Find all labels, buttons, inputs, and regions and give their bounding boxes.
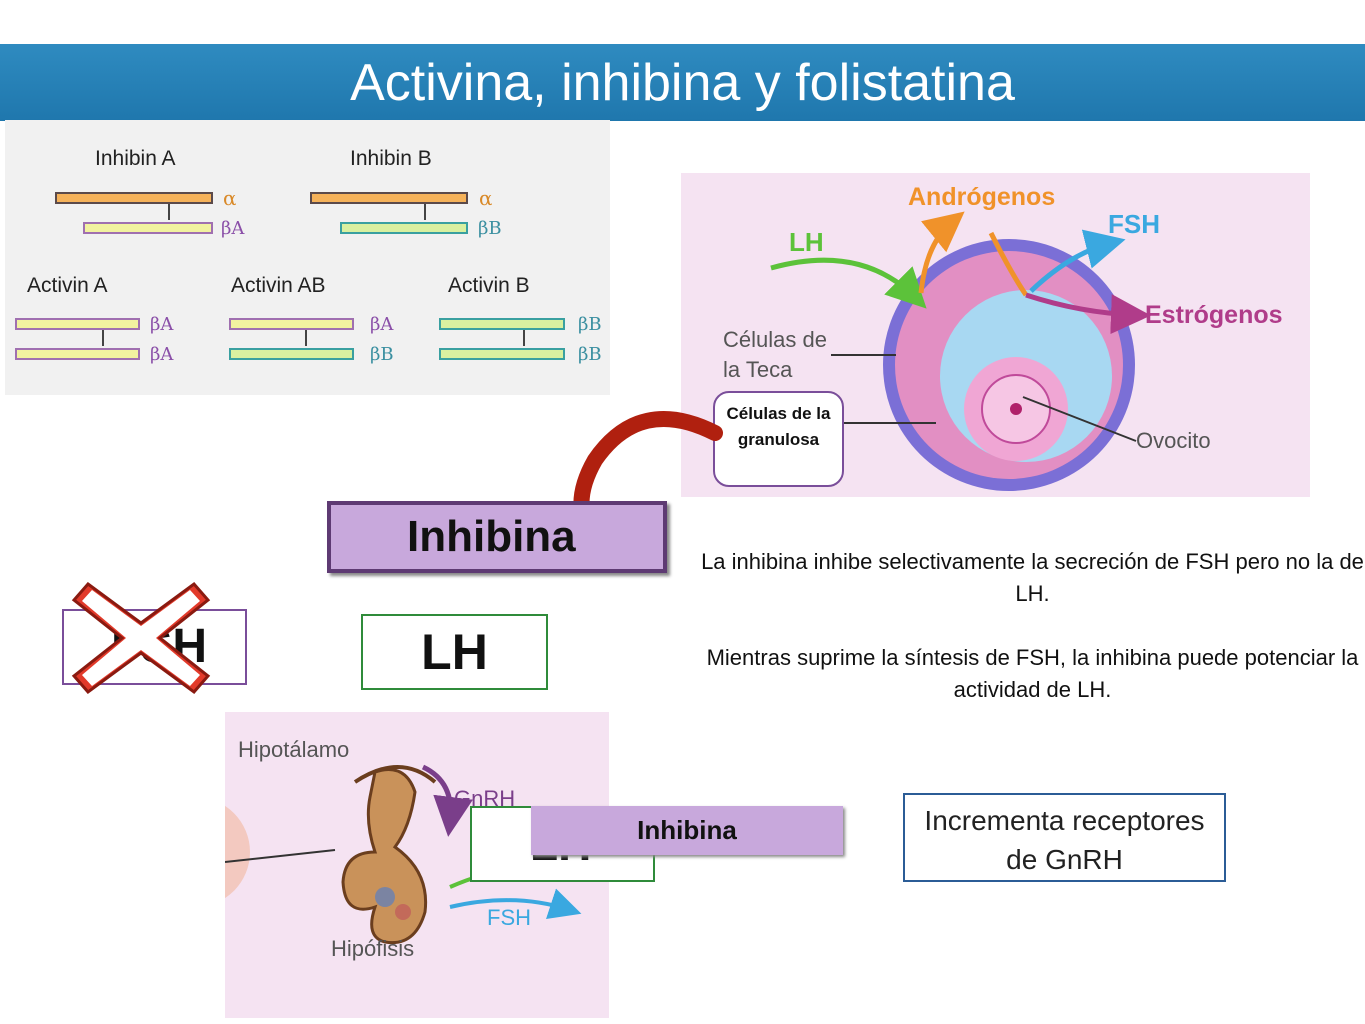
- subunit-label: α: [223, 186, 237, 210]
- androgens-label: Andrógenos: [908, 183, 1056, 211]
- dimer-panel: Inhibin A α βA Inhibin B α βB Activin A …: [5, 120, 610, 395]
- activin-a-label: Activin A: [27, 274, 108, 297]
- cross-icon: [71, 581, 211, 695]
- lh-label: LH: [789, 227, 824, 257]
- granulosa-cells-callout: Células de la granulosa: [713, 391, 844, 487]
- beta-subunit-bar: [15, 318, 140, 330]
- subunit-label: βB: [578, 314, 602, 335]
- fsh-arrow-label: FSH: [487, 905, 531, 930]
- activin-ab-label: Activin AB: [231, 274, 326, 297]
- beta-subunit-bar: [439, 318, 565, 330]
- follicle-panel: Andrógenos LH FSH Estrógenos Células de …: [681, 173, 1310, 497]
- disulfide-bond: [424, 204, 426, 220]
- subunit-label: βA: [221, 218, 245, 239]
- subunit-label: βA: [370, 314, 394, 335]
- beta-subunit-bar: [340, 222, 468, 234]
- subunit-label: βB: [478, 218, 502, 239]
- beta-subunit-bar: [229, 348, 354, 360]
- subunit-label: βB: [578, 344, 602, 365]
- beta-subunit-bar: [15, 348, 140, 360]
- oocyte-nucleus: [1010, 403, 1022, 415]
- beta-subunit-bar: [83, 222, 213, 234]
- follicle-illustration: [770, 211, 1151, 491]
- subunit-label: βA: [150, 314, 174, 335]
- estrogens-label: Estrógenos: [1145, 301, 1283, 329]
- hypothalamus-label: Hipotálamo: [238, 737, 350, 762]
- inhibina-small-box: Inhibina: [531, 806, 843, 855]
- alpha-subunit-bar: [55, 192, 213, 204]
- description-paragraph-2: Mientras suprime la síntesis de FSH, la …: [706, 645, 1359, 702]
- face-edge: [225, 805, 250, 899]
- beta-subunit-bar: [439, 348, 565, 360]
- receptor-increase-box: Incrementa receptores de GnRH: [903, 793, 1226, 882]
- oocyte-label: Ovocito: [1136, 428, 1211, 453]
- alpha-subunit-bar: [310, 192, 468, 204]
- pituitary-panel: Hipotálamo GnRH Hipófisis FSH: [225, 712, 609, 1018]
- theca-cells-label: Células de la Teca: [723, 327, 827, 382]
- disulfide-bond: [168, 204, 170, 220]
- disulfide-bond: [305, 330, 307, 346]
- subunit-label: α: [479, 186, 493, 210]
- pituitary-label: Hipófisis: [331, 936, 415, 961]
- slide-title: Activina, inhibina y folistatina: [350, 54, 1015, 112]
- inhibin-a-label: Inhibin A: [95, 147, 176, 170]
- description-paragraph-1: La inhibina inhibe selectivamente la sec…: [701, 549, 1364, 606]
- disulfide-bond: [523, 330, 525, 346]
- disulfide-bond: [102, 330, 104, 346]
- subunit-label: βA: [150, 344, 174, 365]
- title-bar: [0, 44, 1365, 121]
- subunit-label: βB: [370, 344, 394, 365]
- lh-box: LH: [361, 614, 548, 690]
- pituitary-gland: [341, 768, 428, 945]
- beta-subunit-bar: [229, 318, 354, 330]
- activin-b-label: Activin B: [448, 274, 530, 297]
- fsh-label: FSH: [1108, 209, 1160, 239]
- inhibina-box: Inhibina: [327, 501, 667, 573]
- inhibin-b-label: Inhibin B: [350, 147, 432, 170]
